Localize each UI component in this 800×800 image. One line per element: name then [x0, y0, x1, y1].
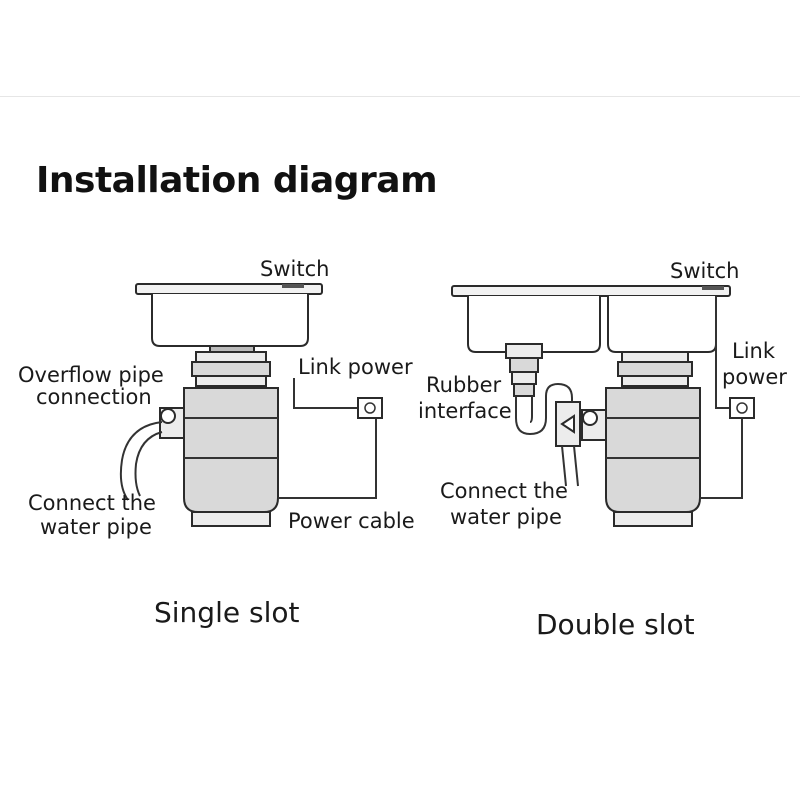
- double-left-drain: [505, 343, 543, 359]
- single-overflow-label-1: Overflow pipe: [18, 363, 164, 387]
- single-bottom-plate: [191, 511, 271, 527]
- single-power-outlet: [357, 397, 383, 419]
- double-rubber-label-2: interface: [418, 399, 512, 423]
- double-tee-arrow: [560, 414, 575, 434]
- single-mount-ring-top: [195, 351, 267, 363]
- single-water-hose-outer: [119, 421, 163, 501]
- single-slot-caption: Single slot: [154, 596, 299, 629]
- double-outlet-socket: [736, 402, 748, 414]
- single-power-cable-wire: [278, 418, 377, 499]
- page-title: Installation diagram: [36, 160, 438, 201]
- single-mount-ring-lower: [195, 375, 267, 387]
- double-mount-ring-top: [621, 351, 689, 363]
- double-switch-button: [702, 286, 724, 290]
- single-disposer-body: [183, 387, 279, 513]
- double-rubber-interface-low: [513, 383, 535, 397]
- single-outlet-socket: [364, 402, 376, 414]
- single-switch-label: Switch: [260, 257, 329, 281]
- single-switch-button: [282, 284, 304, 288]
- single-water-label-1: Connect the: [28, 491, 156, 515]
- double-water-pipe-right: [573, 445, 579, 487]
- double-bottom-plate: [613, 511, 693, 527]
- double-mount-ring: [617, 361, 693, 377]
- double-link-label-1: Link: [732, 339, 776, 363]
- double-trap-pipe-outer: [515, 382, 573, 436]
- single-slot-diagram: Switch Link power Overflow pipe connecti…: [18, 257, 415, 629]
- double-water-label-2: water pipe: [450, 505, 562, 529]
- double-rubber-label-1: Rubber: [426, 373, 502, 397]
- double-switch-label: Switch: [670, 259, 739, 283]
- double-slot-caption: Double slot: [536, 608, 695, 641]
- double-mount-ring-lower: [621, 375, 689, 387]
- double-rubber-interface-top: [509, 357, 539, 373]
- single-overflow-label-2: connection: [36, 385, 152, 409]
- double-power-outlet: [729, 397, 755, 419]
- double-link-power-wire: [715, 296, 732, 409]
- double-sink-rim: [451, 285, 731, 297]
- single-link-power-label: Link power: [298, 355, 413, 379]
- double-trap-pipe-inner: [529, 396, 533, 423]
- double-power-cable-wire: [700, 418, 743, 499]
- single-overflow-port: [160, 408, 176, 424]
- double-slot-diagram: Switch Link power Rubber interface Conne…: [418, 259, 787, 641]
- single-water-label-2: water pipe: [40, 515, 152, 539]
- single-mount-ring: [191, 361, 271, 377]
- double-overflow-port: [582, 410, 598, 426]
- double-rubber-interface-mid: [511, 371, 537, 385]
- single-water-hose-inner: [134, 431, 163, 497]
- top-divider: [0, 96, 800, 97]
- double-water-pipe-left: [561, 445, 567, 487]
- double-link-label-2: power: [722, 365, 787, 389]
- double-water-label-1: Connect the: [440, 479, 568, 503]
- single-link-power-wire: [293, 378, 366, 409]
- single-power-cable-label: Power cable: [288, 509, 415, 533]
- double-disposer-body: [605, 387, 701, 513]
- single-sink-bowl: [151, 294, 309, 347]
- double-right-bowl: [607, 296, 717, 353]
